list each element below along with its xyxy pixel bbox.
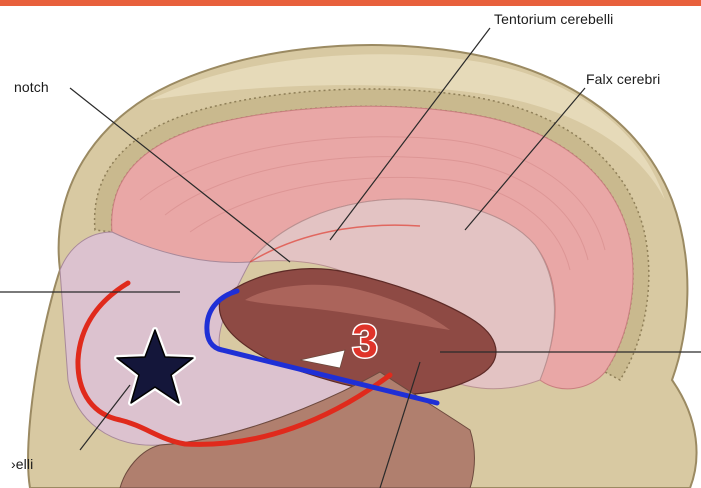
- number-marker: 3: [352, 315, 378, 367]
- label-tentorium-cerebelli: Tentorium cerebelli: [494, 11, 613, 27]
- label-notch: notch: [14, 79, 49, 95]
- label-falx-cerebri: Falx cerebri: [586, 71, 660, 87]
- top-bar: [0, 0, 701, 6]
- label-cerebelli-partial: ›elli: [11, 456, 33, 472]
